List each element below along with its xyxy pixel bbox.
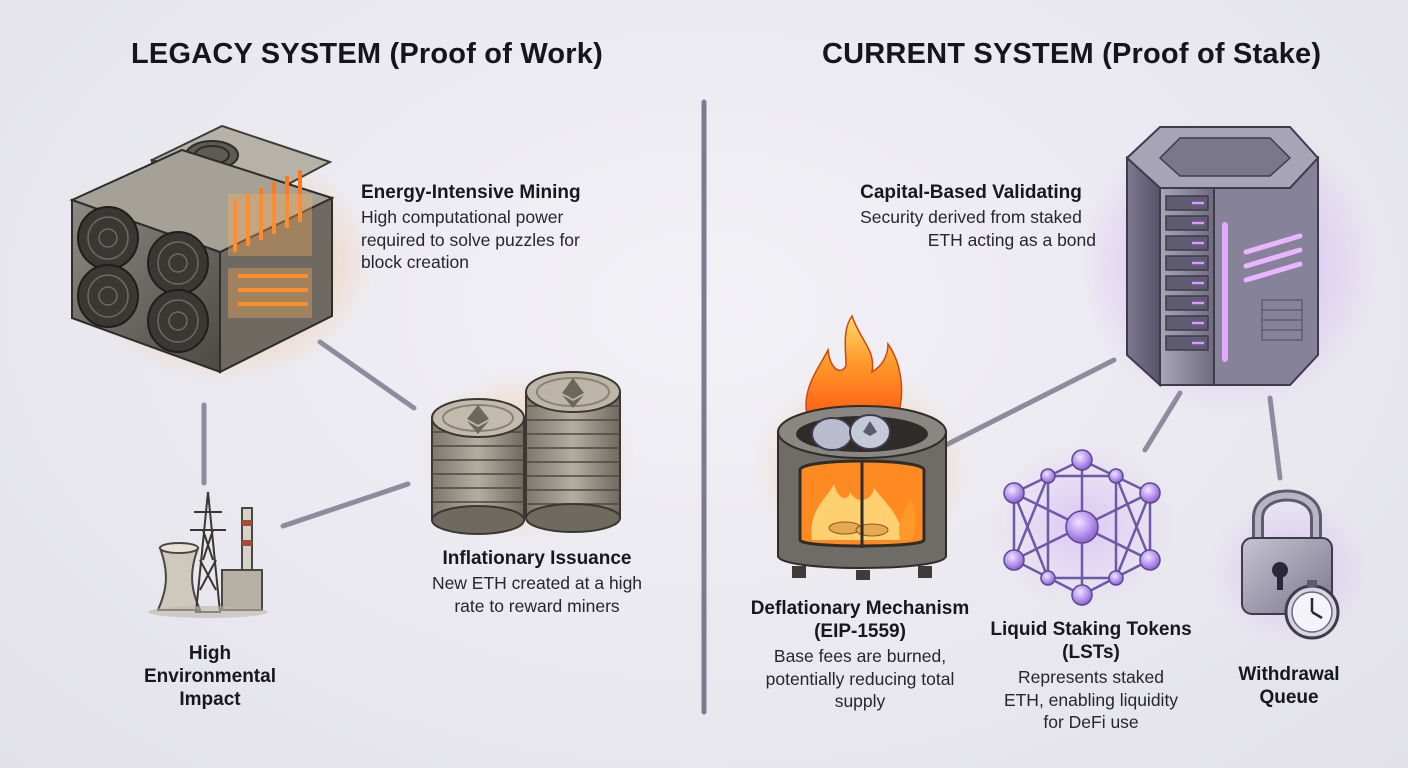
withdrawal-title-1: Withdrawal (1222, 663, 1356, 686)
legacy-heading: LEGACY SYSTEM (Proof of Work) (131, 38, 603, 71)
lst-line-1: Represents staked (975, 666, 1207, 689)
mining-title: Energy-Intensive Mining (361, 182, 661, 204)
mining-rig-icon (72, 126, 375, 382)
validating-line-1: Security derived from staked (846, 206, 1096, 229)
lst-line-2: ETH, enabling liquidity (975, 689, 1207, 712)
deflation-line-1: Base fees are burned, (722, 645, 998, 668)
lst-title-2: (LSTs) (975, 641, 1207, 664)
issuance-line-2: rate to reward miners (400, 595, 674, 618)
lst-callout: Liquid Staking Tokens (LSTs) Represents … (975, 618, 1207, 734)
validating-title: Capital-Based Validating (846, 182, 1096, 204)
validating-callout: Capital-Based Validating Security derive… (846, 182, 1096, 251)
padlock-timer-icon (1210, 495, 1370, 645)
deflation-line-2: potentially reducing total (722, 668, 998, 691)
eth-coin-stack-icon (415, 370, 635, 540)
issuance-callout: Inflationary Issuance New ETH created at… (400, 548, 674, 617)
environment-callout: High Environmental Impact (110, 642, 310, 711)
environment-title-3: Impact (110, 688, 310, 711)
issuance-line-1: New ETH created at a high (400, 572, 674, 595)
network-graph-icon (987, 440, 1177, 610)
withdrawal-callout: Withdrawal Queue (1222, 663, 1356, 709)
mining-callout: Energy-Intensive Mining High computation… (361, 182, 661, 274)
mining-line-2: required to solve puzzles for (361, 229, 661, 252)
validator-server-icon (1078, 115, 1378, 415)
validating-line-2: ETH acting as a bond (846, 229, 1096, 252)
issuance-title: Inflationary Issuance (400, 548, 674, 570)
current-heading: CURRENT SYSTEM (Proof of Stake) (822, 38, 1321, 71)
lst-line-3: for DeFi use (975, 711, 1207, 734)
mining-line-3: block creation (361, 251, 661, 274)
environment-title-2: Environmental (110, 665, 310, 688)
mining-line-1: High computational power (361, 206, 661, 229)
lst-title-1: Liquid Staking Tokens (975, 618, 1207, 641)
deflation-callout: Deflationary Mechanism (EIP-1559) Base f… (722, 597, 998, 713)
burning-furnace-icon (752, 316, 972, 580)
withdrawal-title-2: Queue (1222, 686, 1356, 709)
power-plant-icon (148, 492, 268, 618)
deflation-title-2: (EIP-1559) (722, 620, 998, 643)
deflation-line-3: supply (722, 690, 998, 713)
environment-title-1: High (110, 642, 310, 665)
deflation-title-1: Deflationary Mechanism (722, 597, 998, 620)
